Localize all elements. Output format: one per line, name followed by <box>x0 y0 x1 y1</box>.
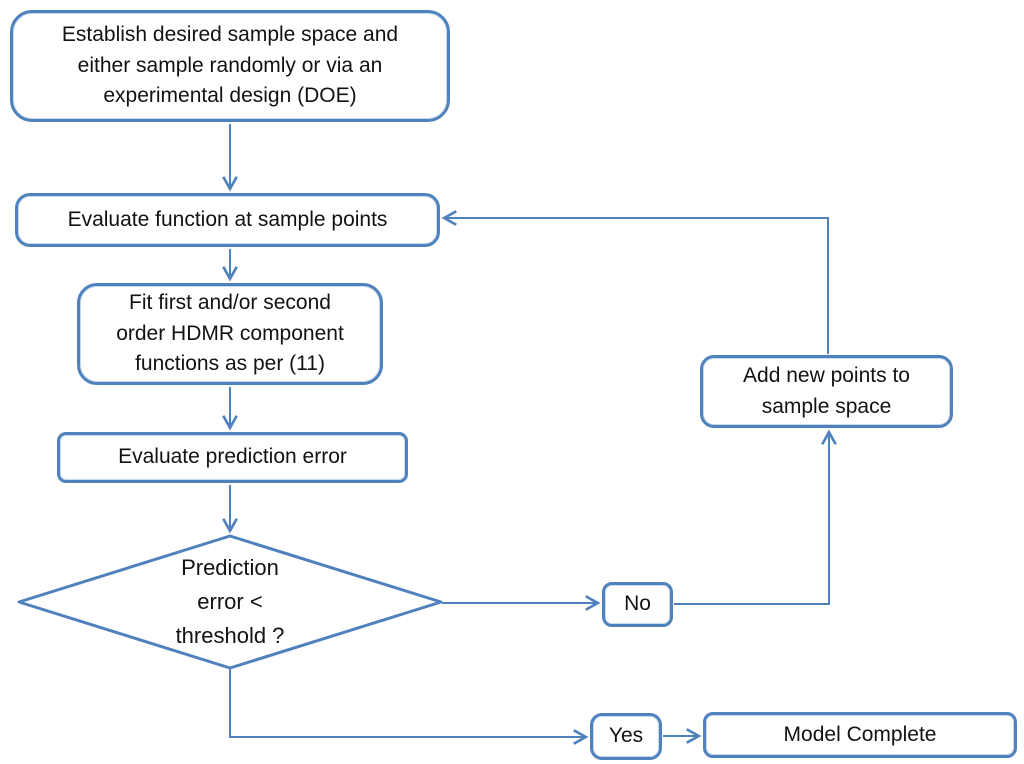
node-evaluate-error-label: Evaluate prediction error <box>118 445 347 469</box>
decision-diamond-shape <box>17 534 443 670</box>
node-decision-threshold: Prediction error < threshold ? <box>140 550 320 654</box>
node-evaluate-prediction-error: Evaluate prediction error <box>57 432 408 483</box>
node-decision-label: Prediction error < threshold ? <box>175 554 285 649</box>
node-yes-label: Yes <box>608 724 644 748</box>
arrow-decision-to-yes <box>229 669 589 745</box>
node-fit-hdmr-components: Fit first and/or second order HDMR compo… <box>77 283 383 385</box>
arrow-no-to-add-points <box>674 429 837 605</box>
node-fit-hdmr-label: Fit first and/or second order HDMR compo… <box>116 291 344 376</box>
node-add-points-label: Add new points to sample space <box>743 364 910 418</box>
arrow-add-points-to-evaluate <box>441 210 829 354</box>
node-no-branch: No <box>602 582 673 627</box>
node-model-complete: Model Complete <box>703 712 1017 758</box>
node-establish-label: Establish desired sample space and eithe… <box>61 23 399 108</box>
node-no-label: No <box>624 592 651 616</box>
node-evaluate-function: Evaluate function at sample points <box>15 193 440 247</box>
node-add-new-points: Add new points to sample space <box>700 355 953 428</box>
node-evaluate-function-label: Evaluate function at sample points <box>67 207 388 231</box>
node-establish-sample-space: Establish desired sample space and eithe… <box>10 10 450 122</box>
node-yes-branch: Yes <box>590 713 662 760</box>
node-model-complete-label: Model Complete <box>783 722 937 746</box>
